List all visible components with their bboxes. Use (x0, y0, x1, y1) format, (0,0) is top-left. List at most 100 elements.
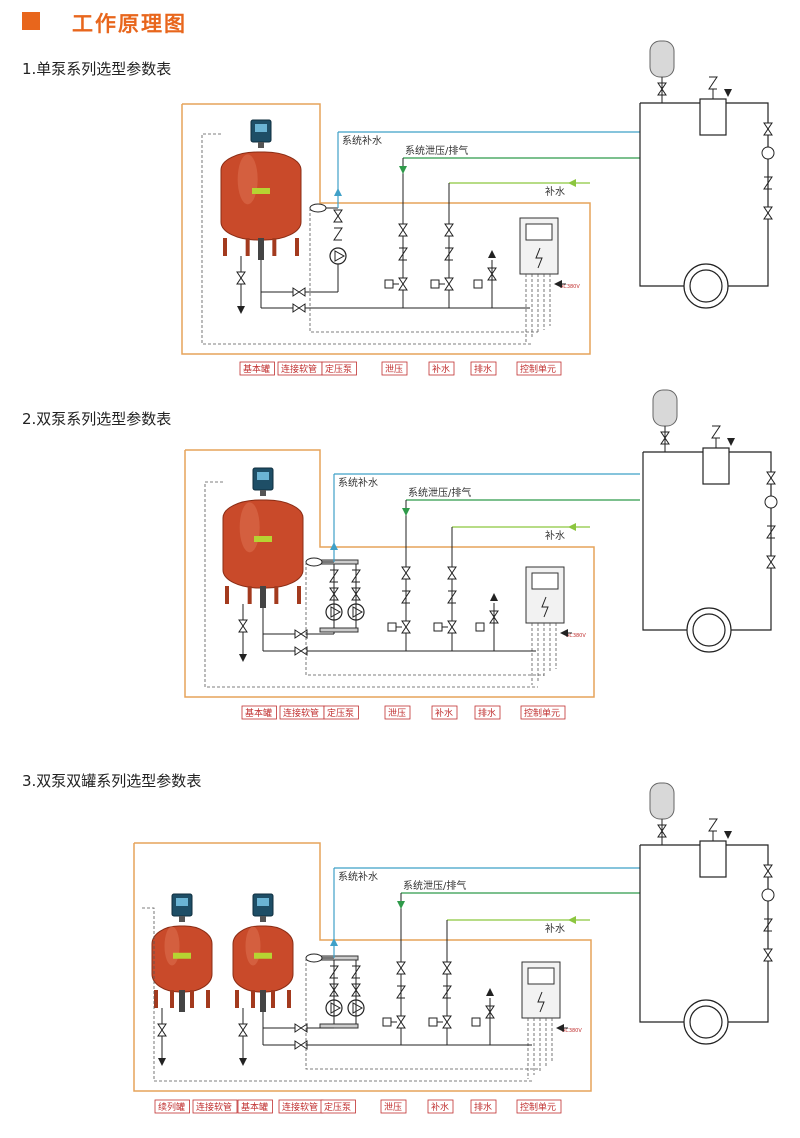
component-label: 排水 (474, 363, 492, 375)
arrow-up-icon (488, 250, 496, 258)
gauge-icon (471, 1017, 481, 1027)
component-label: 泄压 (384, 1101, 402, 1113)
expansion-tank (222, 467, 304, 608)
arrow-down-icon (158, 1058, 166, 1066)
check-valve-icon (711, 425, 721, 439)
arrow-down-icon (397, 901, 405, 909)
component-label-box (470, 1099, 497, 1114)
gauge-icon (387, 622, 397, 632)
expansion-tank (151, 893, 213, 1012)
pump-icon (761, 888, 775, 902)
tank-outlet (260, 990, 266, 1012)
tank-body (222, 499, 304, 589)
component-label-box (474, 705, 501, 720)
component-label: 补水 (435, 707, 453, 719)
tank-leg (235, 990, 239, 1008)
arrow-left-icon (568, 916, 576, 924)
component-label-box (380, 1099, 407, 1114)
component-label-box (516, 1099, 562, 1114)
component-label-box (427, 1099, 454, 1114)
makeup-line-label: 补水 (545, 185, 565, 198)
component-label-box (520, 705, 566, 720)
gate-valve-icon (294, 646, 308, 656)
check-valve-icon (708, 76, 718, 90)
supply-line-label: 系统补水 (342, 134, 382, 147)
gate-valve-icon (398, 277, 408, 291)
manifold-bottom (319, 1023, 359, 1029)
section-2-title: 2.双泵系列选型参数表 (22, 410, 172, 428)
arrow-down-icon (399, 166, 407, 174)
gate-valve-icon (238, 619, 248, 633)
check-valve-icon (396, 985, 406, 999)
check-valve-icon (708, 818, 718, 832)
component-label-box (516, 361, 562, 376)
tank-leg (206, 990, 210, 1008)
arrow-up-icon (486, 988, 494, 996)
lightning-icon (541, 596, 549, 618)
gate-valve-icon (398, 223, 408, 237)
check-valve-icon (763, 918, 773, 932)
tank-leg (272, 238, 277, 256)
control-screen (525, 223, 553, 241)
arrow-down-icon (727, 438, 735, 446)
component-label: 补水 (432, 363, 450, 375)
component-label: 排水 (474, 1101, 492, 1113)
check-valve-icon (401, 590, 411, 604)
tank-leg (295, 238, 299, 256)
tank-leg (245, 238, 250, 256)
air-tank-icon (652, 389, 678, 427)
gate-valve-icon (444, 223, 454, 237)
air-tank-icon (649, 40, 675, 78)
pump-icon (761, 146, 775, 160)
tank-badge (173, 952, 191, 959)
component-label-box (154, 1099, 190, 1114)
component-label: 连接软管 (283, 707, 319, 719)
arrow-up-icon (330, 542, 338, 550)
gate-valve-icon (447, 620, 457, 634)
signal-wire (309, 208, 538, 333)
controller-code: AC380V (562, 1028, 582, 1034)
component-label-box (431, 705, 458, 720)
check-valve-icon (442, 985, 452, 999)
tank-body (151, 925, 213, 993)
component-label: 泄压 (385, 363, 403, 375)
flow-switch-icon (305, 557, 323, 567)
component-label: 续列罐 (158, 1101, 185, 1113)
gate-valve-icon (396, 1015, 406, 1029)
gauge-icon (473, 279, 483, 289)
component-label: 基本罐 (243, 363, 270, 375)
check-valve-icon (333, 227, 343, 241)
component-label: 基本罐 (245, 707, 272, 719)
component-label: 连接软管 (282, 1101, 318, 1113)
lightning-icon (537, 991, 545, 1013)
control-screen (531, 572, 559, 590)
tank-leg (271, 990, 275, 1008)
component-label: 控制单元 (524, 707, 560, 719)
component-label: 定压泵 (324, 1101, 351, 1113)
heat-exchanger-icon (699, 840, 727, 878)
tank-leg (225, 586, 229, 604)
gate-valve-icon (238, 1023, 248, 1037)
section-3-diagram: 系统补水系统泄压/排气补水AC380V续列罐连接软管基本罐连接软管定压泵泄压补水… (133, 782, 775, 1114)
controller-code: AC380V (560, 284, 580, 290)
arrow-down-icon (724, 89, 732, 97)
air-tank-icon (649, 782, 675, 820)
gate-valve-icon (763, 864, 773, 878)
gauge-icon (428, 1017, 438, 1027)
arrow-left-icon (556, 1024, 564, 1032)
arrow-left-icon (568, 523, 576, 531)
component-label-box (192, 1099, 238, 1114)
tank-badge (252, 188, 270, 194)
gate-valve-icon (396, 961, 406, 975)
arrow-left-icon (554, 280, 562, 288)
tank-body (232, 925, 294, 993)
gate-valve-icon (294, 629, 308, 639)
tank-body (220, 151, 302, 241)
component-label: 连接软管 (196, 1101, 232, 1113)
controller-code: AC380V (566, 633, 586, 639)
gauge-icon (430, 279, 440, 289)
relief-line-label: 系统泄压/排气 (403, 879, 466, 892)
arrow-left-icon (568, 179, 576, 187)
gate-valve-icon (292, 303, 306, 313)
